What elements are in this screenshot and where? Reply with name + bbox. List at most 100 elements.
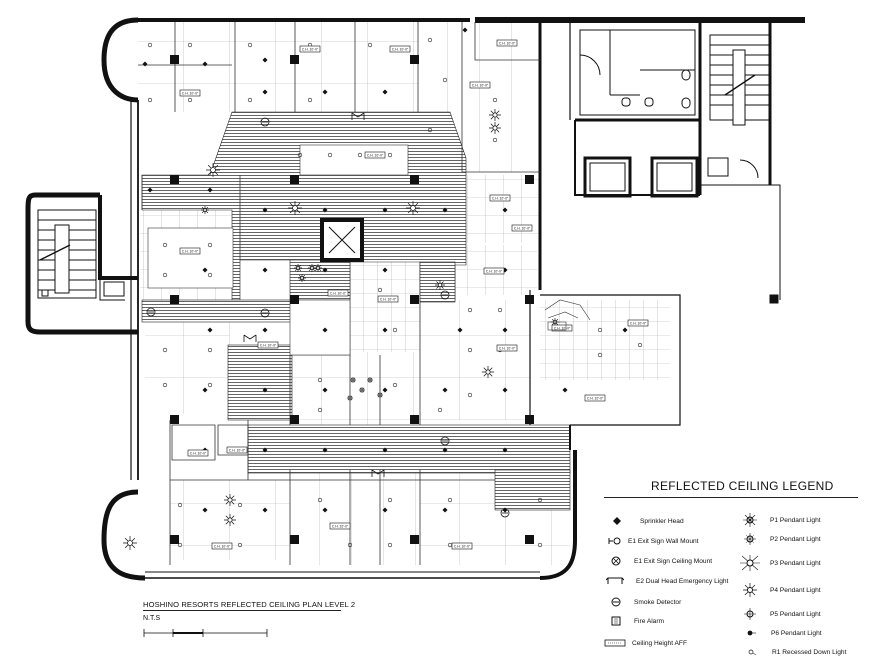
sprinkler-head-icon (382, 507, 388, 513)
legend-label: P2 Pendant Light (770, 535, 821, 543)
sprinkler-head-icon (502, 447, 508, 453)
recessed-down-light-icon (297, 152, 303, 158)
pendant-light-icon (489, 122, 501, 134)
legend-item-sprinkler: Sprinkler Head (612, 516, 684, 526)
p6-pendant-icon (747, 630, 756, 636)
svg-text:C.H. 10'-0": C.H. 10'-0" (380, 298, 397, 302)
legend-item-emergency: E2 Dual Head Emergency Light (606, 576, 728, 586)
sprinkler-head-icon (262, 267, 268, 273)
pendant-light-icon (367, 377, 373, 383)
recessed-down-light-icon (187, 42, 193, 48)
pendant-light-icon (435, 280, 445, 290)
fire-alarm-icon (611, 616, 621, 626)
recessed-down-light-icon (467, 392, 473, 398)
svg-text:C.H. 10'-0": C.H. 10'-0" (332, 525, 349, 529)
svg-text:C.H. 10'-0": C.H. 10'-0" (554, 327, 571, 331)
p4-pendant-icon (743, 583, 757, 597)
svg-text:C.H. 10'-0": C.H. 10'-0" (499, 42, 516, 46)
recessed-down-light-icon (387, 152, 393, 158)
sprinkler-head-icon (322, 267, 328, 273)
recessed-down-light-icon (387, 542, 393, 548)
sprinkler-head-icon (202, 267, 208, 273)
recessed-down-light-icon (207, 242, 213, 248)
legend-item-smoke: Smoke Detector (610, 597, 681, 607)
ceiling-height-tag: C.H. 10'-0" (389, 45, 411, 53)
recessed-down-light-icon (437, 407, 443, 413)
legend-label: E1 Exit Sign Wall Mount (628, 537, 699, 545)
recessed-down-light-icon (497, 307, 503, 313)
sprinkler-head-icon (262, 447, 268, 453)
elevator-shaft (320, 218, 364, 262)
sprinkler-head-icon (202, 61, 208, 67)
legend-label: R1 Recessed Down Light (772, 648, 847, 656)
recessed-down-light-icon (427, 37, 433, 43)
recessed-down-light-icon (597, 327, 603, 333)
pendant-light-icon (489, 109, 501, 121)
pendant-light-icon (123, 536, 137, 550)
recessed-down-light-icon (392, 382, 398, 388)
pendant-light-icon (347, 395, 353, 401)
sprinkler-head-icon (502, 327, 508, 333)
ceiling-height-tag: C.H. 10'-0" (496, 344, 518, 352)
svg-text:C.H. 10'-0": C.H. 10'-0" (302, 48, 319, 52)
recessed-down-light-icon (177, 542, 183, 548)
svg-text:C.H. 10'-0": C.H. 10'-0" (367, 154, 384, 158)
sprinkler-head-icon (502, 507, 508, 513)
ceiling-height-tag: C.H. 10'-0" (483, 267, 505, 275)
pendant-light-icon (350, 377, 356, 383)
recessed-down-light-icon (162, 382, 168, 388)
recessed-down-light-icon (442, 77, 448, 83)
recessed-down-light-icon (162, 272, 168, 278)
svg-text:C.H. 10'-0": C.H. 10'-0" (392, 48, 409, 52)
svg-text:C.H. 10'-0": C.H. 10'-0" (486, 270, 503, 274)
smoke-detector-icon (611, 597, 621, 607)
sprinkler-head-icon (262, 387, 268, 393)
legend-label: P5 Pendant Light (770, 610, 821, 618)
recessed-down-light-icon (637, 342, 643, 348)
legend-label: P3 Pendant Light (770, 559, 821, 567)
recessed-down-light-icon (207, 272, 213, 278)
ceiling-height-tag: C.H. 10'-0" (627, 319, 649, 327)
pendant-light-icon (377, 392, 383, 398)
pendant-light-icon (224, 494, 236, 506)
interior-partitions (138, 22, 540, 565)
sprinkler-head-icon (322, 327, 328, 333)
ceiling-height-tag: C.H. 10'-0" (551, 324, 573, 332)
scale-bar (143, 629, 268, 637)
sprinkler-head-icon (382, 207, 388, 213)
svg-text:C.H. 10'-0": C.H. 10'-0" (260, 344, 277, 348)
svg-text:C.H. 10'-0": C.H. 10'-0" (229, 449, 246, 453)
recessed-down-light-icon (377, 287, 383, 293)
svg-text:C.H. 10'-0": C.H. 10'-0" (472, 84, 489, 88)
recessed-down-light-icon (247, 97, 253, 103)
sprinkler-head-icon (442, 447, 448, 453)
sprinkler-head-icon (322, 207, 328, 213)
legend-item-exit-wall: E1 Exit Sign Wall Mount (608, 536, 698, 546)
ceiling-height-icon (604, 639, 626, 647)
ceiling-height-tag: C.H. 10'-0" (179, 247, 201, 255)
recessed-down-light-icon (177, 502, 183, 508)
ceiling-height-tag: C.H. 10'-0" (211, 542, 233, 550)
ceiling-height-tag: C.H. 10'-0" (187, 449, 209, 457)
legend-label: E2 Dual Head Emergency Light (636, 577, 729, 585)
svg-text:C.H. 10'-0": C.H. 10'-0" (190, 452, 207, 456)
sprinkler-head-icon (502, 387, 508, 393)
exit-sign-ceiling-icon (611, 556, 621, 566)
plain-ceiling-panels (147, 144, 409, 356)
legend-title: REFLECTED CEILING LEGEND (651, 479, 834, 493)
ramp-detail (544, 299, 591, 331)
recessed-down-light-icon (187, 97, 193, 103)
sprinkler-head-icon (382, 327, 388, 333)
svg-text:C.H. 10'-0": C.H. 10'-0" (330, 292, 347, 296)
sprinkler-head-icon (442, 207, 448, 213)
pendant-light-icon (482, 366, 494, 378)
sprinkler-head-icon (462, 27, 468, 33)
ceiling-height-tag: C.H. 10'-0" (469, 81, 491, 89)
legend-item-p2: P2 Pendant Light (742, 532, 821, 546)
ceiling-height-tag: C.H. 10'-0" (329, 522, 351, 530)
recessed-down-light-icon (492, 97, 498, 103)
sprinkler-head-icon (457, 327, 463, 333)
legend-item-exit-ceiling: E1 Exit Sign Ceiling Mount (610, 556, 712, 566)
pendant-light-icon (308, 264, 316, 272)
